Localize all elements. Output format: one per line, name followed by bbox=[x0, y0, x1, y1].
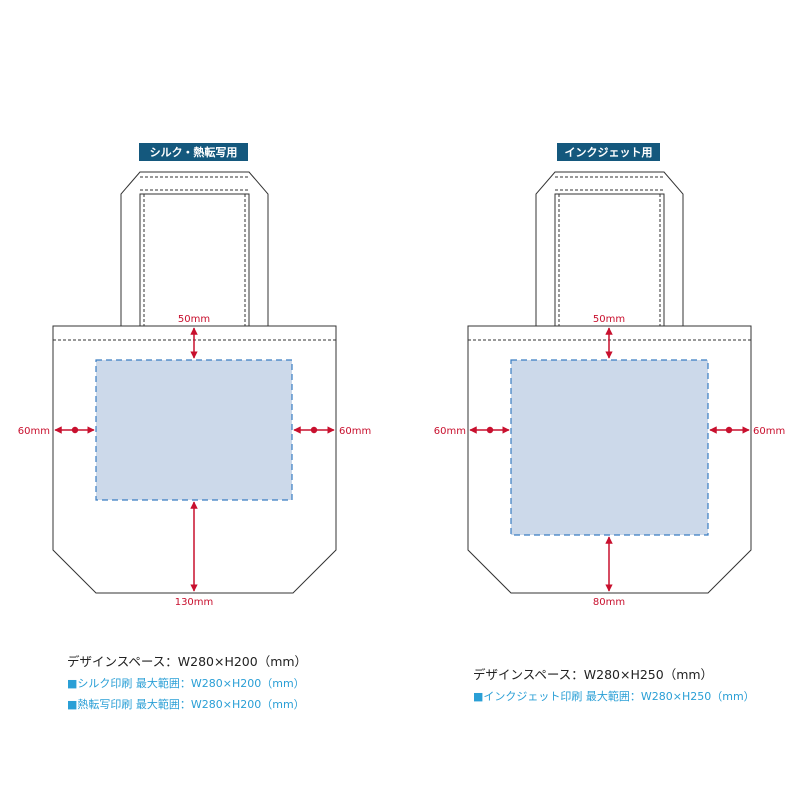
right-right-margin-label: 60mm bbox=[753, 426, 785, 437]
left-tag-label: シルク・熱転写用 bbox=[150, 145, 238, 159]
right-bag: インクジェット用 50mm 60mm 60mm 80mm bbox=[434, 143, 785, 608]
right-spec-inkjet: ■インクジェット印刷 最大範囲：W280×H250（mm） bbox=[473, 690, 755, 703]
right-left-dimension bbox=[469, 426, 510, 434]
right-left-margin-label: 60mm bbox=[434, 426, 466, 437]
left-right-margin-label: 60mm bbox=[339, 426, 371, 437]
left-design-space-info: デザインスペース：W280×H200（mm） ■シルク印刷 最大範囲：W280×… bbox=[67, 651, 307, 712]
left-spec-heat-transfer: ■熱転写印刷 最大範囲：W280×H200（mm） bbox=[67, 698, 305, 711]
right-design-space-info: デザインスペース：W280×H250（mm） ■インクジェット印刷 最大範囲：W… bbox=[473, 664, 755, 704]
left-print-area bbox=[95, 359, 293, 501]
right-design-space: デザインスペース：W280×H250（mm） bbox=[473, 667, 714, 682]
left-left-margin-label: 60mm bbox=[18, 426, 50, 437]
left-top-margin-label: 50mm bbox=[178, 314, 210, 325]
left-left-dimension bbox=[54, 426, 95, 434]
left-bag-handle bbox=[120, 171, 269, 326]
right-tag-label: インクジェット用 bbox=[565, 146, 653, 159]
right-right-dimension bbox=[709, 426, 750, 434]
left-bottom-margin-label: 130mm bbox=[175, 597, 214, 608]
left-spec-silk: ■シルク印刷 最大範囲：W280×H200（mm） bbox=[67, 677, 305, 690]
right-bag-handle bbox=[535, 171, 684, 326]
left-bag: シルク・熱転写用 50mm 60mm 60mm 130mm bbox=[18, 143, 371, 608]
left-tag bbox=[139, 143, 248, 161]
left-right-dimension bbox=[293, 426, 335, 434]
right-print-area bbox=[510, 359, 709, 536]
right-tag bbox=[557, 143, 660, 161]
left-design-space: デザインスペース：W280×H200（mm） bbox=[67, 654, 308, 669]
right-bottom-margin-label: 80mm bbox=[593, 597, 625, 608]
right-top-margin-label: 50mm bbox=[593, 314, 625, 325]
